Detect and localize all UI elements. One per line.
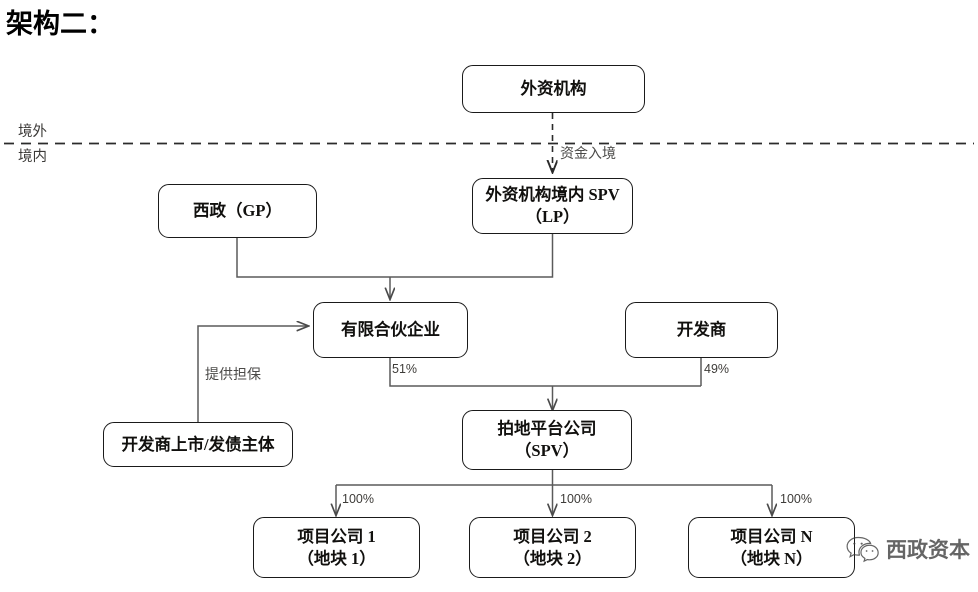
node-xizheng-gp[interactable]: 西政（GP） — [158, 184, 317, 238]
node-project-company-2[interactable]: 项目公司 2 （地块 2） — [469, 517, 636, 578]
node-land-platform-spv[interactable]: 拍地平台公司 （SPV） — [462, 410, 632, 470]
watermark-label: 西政资本 — [886, 538, 970, 562]
wechat-icon — [845, 534, 879, 564]
edge-partnership-51-to-spv — [389, 358, 701, 387]
node-project-company-2-label-line1: 项目公司 2 — [513, 526, 592, 546]
edge-label-share-100-a: 100% — [342, 492, 374, 506]
node-xizheng-gp-label: 西政（GP） — [193, 201, 282, 221]
node-project-company-n[interactable]: 项目公司 N （地块 N） — [688, 517, 855, 578]
node-project-company-1-label-line1: 项目公司 1 — [297, 526, 376, 546]
zone-label-offshore: 境外 — [18, 124, 47, 140]
node-limited-partnership[interactable]: 有限合伙企业 — [313, 302, 468, 358]
node-land-platform-spv-label-line1: 拍地平台公司 — [497, 419, 597, 439]
node-land-platform-spv-label-line2: （SPV） — [514, 441, 580, 460]
node-developer-label: 开发商 — [676, 320, 727, 340]
node-developer-listed-entity[interactable]: 开发商上市/发债主体 — [103, 422, 293, 467]
edge-label-share-51: 51% — [392, 362, 418, 376]
node-foreign-institution[interactable]: 外资机构 — [462, 65, 645, 113]
edge-label-share-100-b: 100% — [560, 492, 592, 506]
node-project-company-2-label-line2: （地块 2） — [513, 548, 592, 568]
zone-label-onshore: 境内 — [18, 149, 47, 165]
edge-lp-to-partnership — [390, 234, 554, 278]
edge-label-share-49: 49% — [704, 362, 730, 376]
node-limited-partnership-label: 有限合伙企业 — [341, 320, 440, 340]
node-project-company-1[interactable]: 项目公司 1 （地块 1） — [253, 517, 420, 578]
edge-gp-to-partnership — [236, 238, 390, 278]
edge-label-provide-guarantee: 提供担保 — [205, 368, 261, 383]
edge-spv-to-bus — [336, 470, 772, 486]
node-project-company-1-label-line2: （地块 1） — [297, 548, 376, 568]
edge-label-share-100-c: 100% — [780, 492, 812, 506]
node-developer-listed-entity-label: 开发商上市/发债主体 — [121, 434, 275, 454]
node-foreign-spv[interactable]: 外资机构境内 SPV （LP） — [472, 178, 633, 234]
edge-label-capital-inflow: 资金入境 — [560, 147, 616, 162]
node-foreign-institution-label: 外资机构 — [520, 79, 587, 99]
edge-provide-guarantee — [197, 326, 308, 422]
node-project-company-n-label-line1: 项目公司 N — [730, 526, 813, 546]
watermark: 西政资本 — [845, 534, 970, 564]
page-title: 架构二： — [6, 9, 114, 39]
node-foreign-spv-label-line1: 外资机构境内 SPV — [485, 185, 620, 205]
node-foreign-spv-label-line2: （LP） — [525, 207, 580, 226]
node-developer[interactable]: 开发商 — [625, 302, 778, 358]
node-project-company-n-label-line2: （地块 N） — [730, 548, 813, 568]
